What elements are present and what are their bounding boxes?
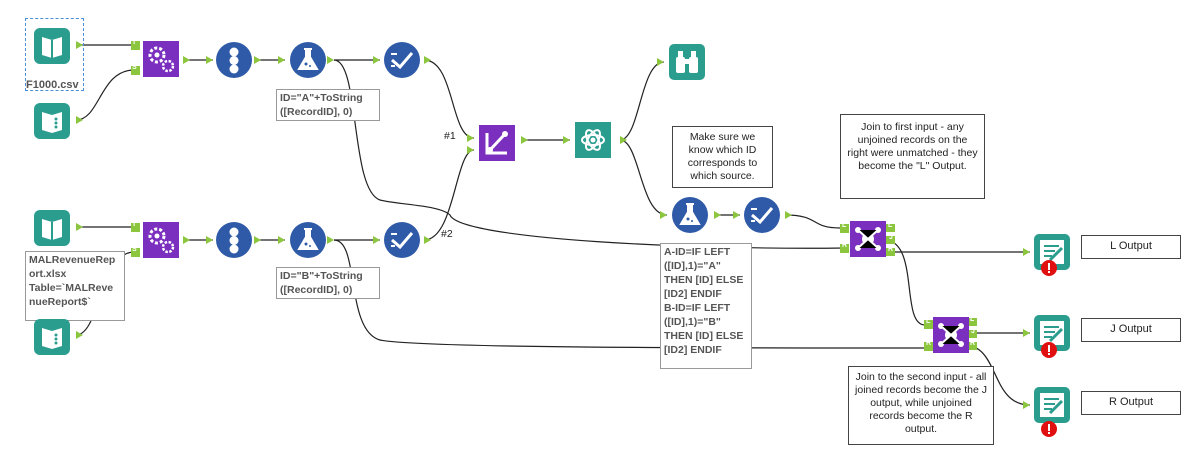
connection-label-2: #2 bbox=[441, 228, 453, 240]
book-icon bbox=[34, 319, 70, 355]
output-label-l[interactable]: L Output bbox=[1081, 235, 1181, 259]
output-tool-l[interactable] bbox=[1033, 233, 1071, 271]
select-tool-3[interactable] bbox=[743, 196, 781, 234]
record-id-icon bbox=[216, 42, 252, 78]
dynamic-rename-tool-1[interactable] bbox=[142, 40, 180, 78]
error-icon bbox=[1041, 260, 1057, 276]
anchor-t-1[interactable]: T bbox=[132, 39, 137, 46]
output-icon bbox=[1034, 387, 1070, 423]
comment-join2[interactable]: Join to the second input - all joined re… bbox=[848, 366, 994, 445]
anchor-j-out-join2[interactable]: J bbox=[971, 328, 975, 335]
input-data-tool-4[interactable] bbox=[33, 318, 71, 356]
join-icon bbox=[933, 317, 969, 353]
record-id-tool-2[interactable] bbox=[215, 221, 253, 259]
anchor-r-out-join2[interactable]: R bbox=[970, 340, 976, 347]
anchor-j-out-join1[interactable]: J bbox=[889, 234, 893, 241]
formula-tool-2[interactable] bbox=[289, 221, 327, 259]
output-icon bbox=[1034, 234, 1070, 270]
gears-icon bbox=[143, 41, 179, 77]
book-icon bbox=[34, 210, 70, 246]
select-tool-1[interactable] bbox=[383, 41, 421, 79]
select-check-icon bbox=[744, 197, 780, 233]
join-tool-1[interactable] bbox=[849, 220, 887, 258]
formula-label-2: ID="B"+ToString ([RecordID], 0) bbox=[276, 267, 380, 299]
record-id-tool-1[interactable] bbox=[215, 41, 253, 79]
input-data-tool-1[interactable] bbox=[33, 27, 71, 65]
formula-label-3: A-ID=IF LEFT ([ID],1)="A" THEN [ID] ELSE… bbox=[660, 243, 752, 369]
dynamic-rename-tool-2[interactable] bbox=[142, 221, 180, 259]
anchor-t-2[interactable]: T bbox=[132, 221, 137, 228]
join-icon bbox=[850, 221, 886, 257]
output-tool-j[interactable] bbox=[1033, 314, 1071, 352]
record-id-icon bbox=[216, 222, 252, 258]
book-icon bbox=[34, 103, 70, 139]
anchor-s-1[interactable]: S bbox=[132, 64, 137, 71]
anchor-l-out-join1[interactable]: L bbox=[888, 222, 893, 229]
input-label-1: F1000.csv bbox=[26, 79, 79, 91]
connection-label-1: #1 bbox=[444, 130, 456, 142]
anchor-s-2[interactable]: S bbox=[132, 246, 137, 253]
browse-tool[interactable] bbox=[668, 43, 706, 81]
formula-label-1: ID="A"+ToString ([RecordID], 0) bbox=[276, 89, 380, 121]
anchor-l-join1[interactable]: L bbox=[842, 222, 847, 229]
select-check-icon bbox=[384, 42, 420, 78]
anchor-r-out-join1[interactable]: R bbox=[888, 246, 894, 253]
comment-source[interactable]: Make sure we know which ID corresponds t… bbox=[672, 126, 773, 188]
multi-field-formula-tool[interactable] bbox=[574, 121, 612, 159]
error-icon bbox=[1041, 421, 1057, 437]
output-label-r[interactable]: R Output bbox=[1081, 391, 1181, 415]
output-icon bbox=[1034, 315, 1070, 351]
book-icon bbox=[34, 28, 70, 64]
flask-icon bbox=[290, 222, 326, 258]
select-check-icon bbox=[384, 222, 420, 258]
union-tool[interactable] bbox=[478, 124, 516, 162]
formula-tool-1[interactable] bbox=[289, 41, 327, 79]
selection-box bbox=[25, 18, 84, 91]
input-data-tool-2[interactable] bbox=[33, 102, 71, 140]
output-tool-r[interactable] bbox=[1033, 386, 1071, 424]
multi-formula-icon bbox=[575, 122, 611, 158]
join-tool-2[interactable] bbox=[932, 316, 970, 354]
comment-join1[interactable]: Join to first input - any unjoined recor… bbox=[840, 114, 985, 199]
input-data-tool-3[interactable] bbox=[33, 209, 71, 247]
anchor-l-join2[interactable]: L bbox=[926, 318, 931, 325]
flask-icon bbox=[672, 197, 708, 233]
input-label-2: MALRevenueRep ort.xlsx Table=`MALReve nu… bbox=[25, 251, 125, 321]
anchor-l-out-join2[interactable]: L bbox=[970, 316, 975, 323]
union-icon bbox=[479, 125, 515, 161]
output-label-j[interactable]: J Output bbox=[1081, 318, 1181, 342]
error-icon bbox=[1041, 342, 1057, 358]
select-tool-2[interactable] bbox=[383, 221, 421, 259]
anchor-r-join1[interactable]: R bbox=[842, 242, 848, 249]
flask-icon bbox=[290, 42, 326, 78]
formula-tool-3[interactable] bbox=[671, 196, 709, 234]
gears-icon bbox=[143, 222, 179, 258]
binoculars-icon bbox=[669, 44, 705, 80]
anchor-r-join2[interactable]: R bbox=[926, 340, 932, 347]
